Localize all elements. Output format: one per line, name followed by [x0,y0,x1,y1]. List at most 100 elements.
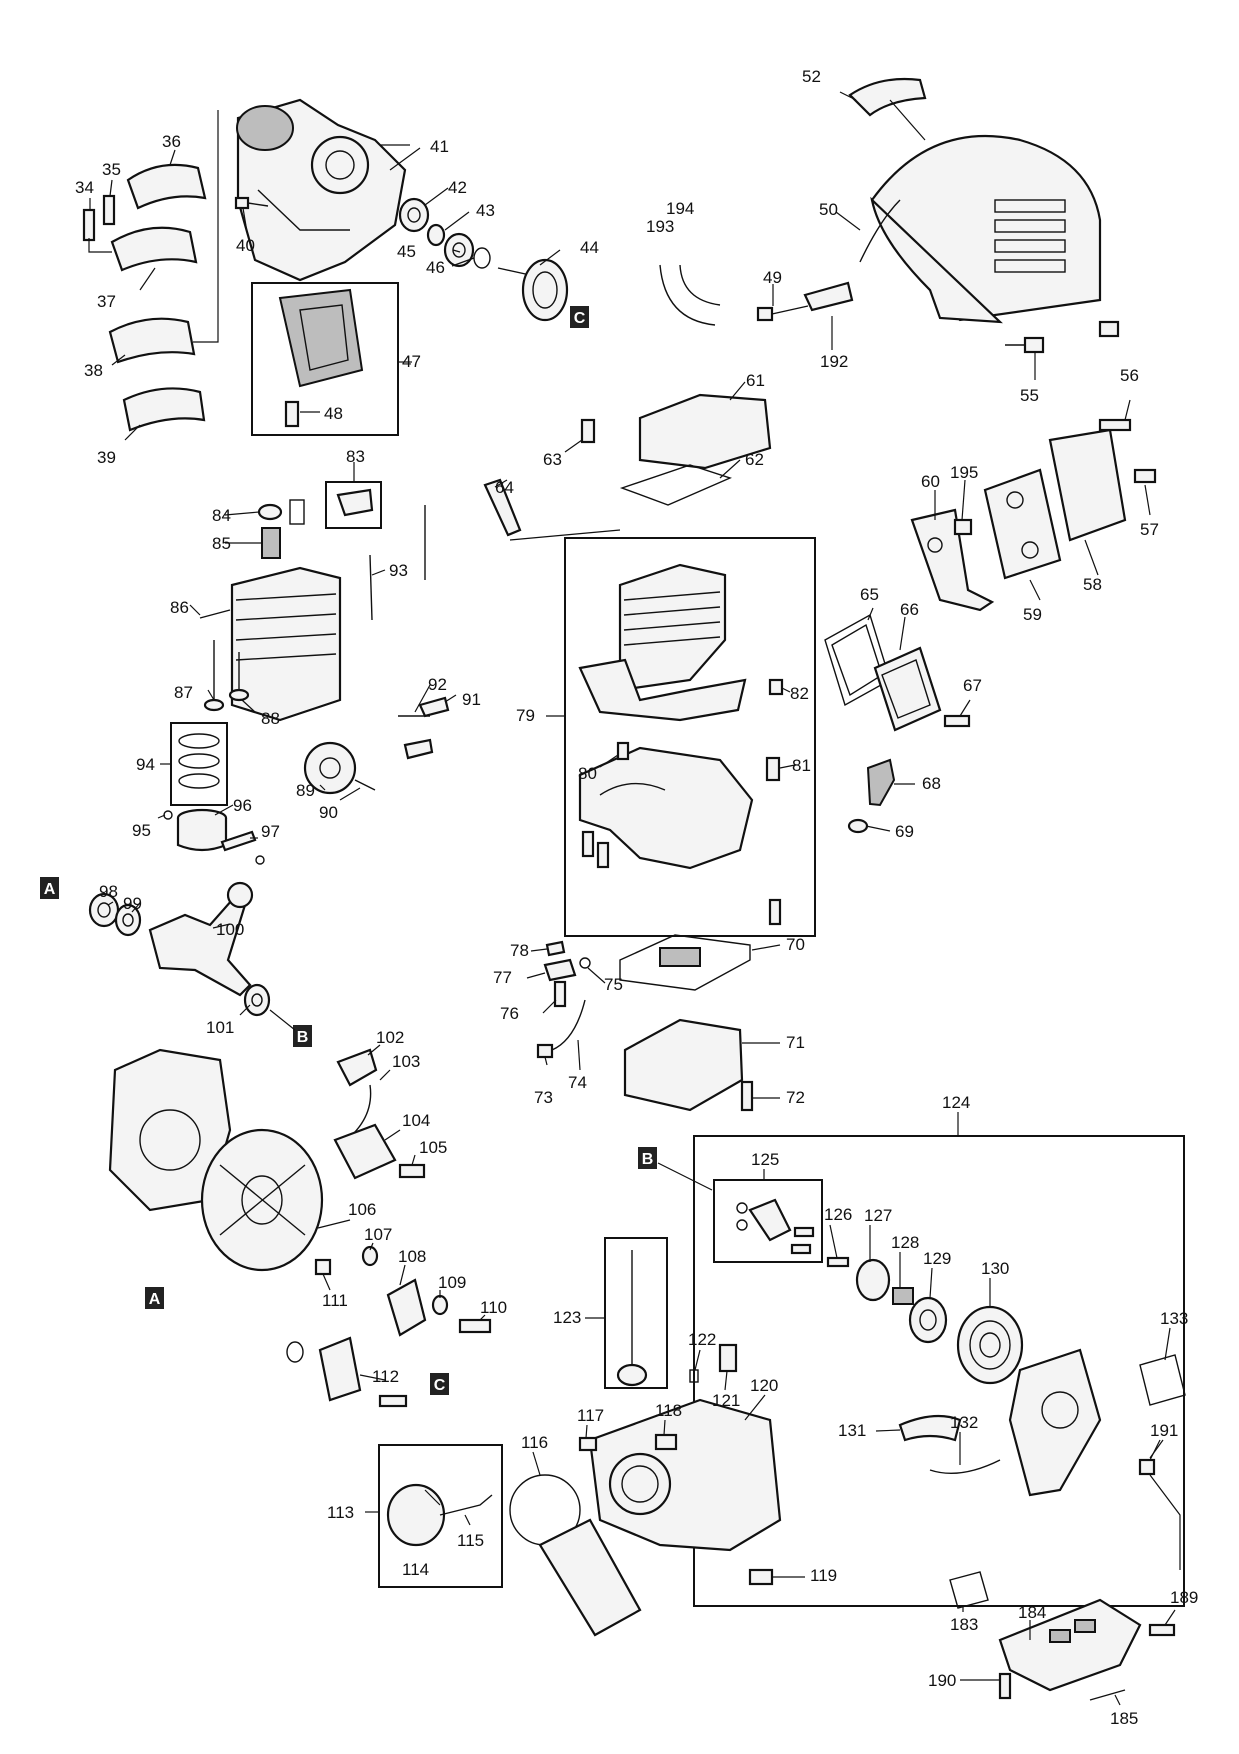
bracket-47 [278,288,364,388]
part-label-125: 125 [751,1150,779,1169]
part-label-121: 121 [712,1391,740,1410]
washer-69 [847,818,869,834]
part-label-99: 99 [123,894,142,913]
part-label-106: 106 [348,1200,376,1219]
svg-text:C: C [574,310,586,327]
screw-63 [580,418,596,444]
part-label-124: 124 [942,1093,970,1112]
valve-87 [203,640,225,712]
part-label-90: 90 [319,803,338,822]
plug-78 [545,940,566,957]
clip-97b [255,855,265,865]
rocker-cover-61 [638,393,772,470]
wire-194 [679,264,721,306]
bolt-110 [458,1318,492,1334]
svg-text:B: B [642,1151,654,1168]
clip-52 [848,77,927,117]
part-label-95: 95 [132,821,151,840]
muffler-cover-58 [1048,428,1127,542]
spark-plug-64 [483,478,522,537]
part-label-115: 115 [457,1531,484,1550]
part-label-120: 120 [750,1376,778,1395]
engine-cover [859,134,1102,324]
plug-82 [768,678,784,696]
part-label-83: 83 [346,447,365,466]
part-label-42: 42 [448,178,467,197]
muffler-59 [983,468,1062,580]
clutch-drum-44 [497,258,569,322]
rocker-92b [403,738,434,760]
part-label-96: 96 [233,796,252,815]
tag-116 [538,1518,642,1637]
tank-tube-123 [616,1250,648,1387]
handle-36 [126,163,207,210]
part-label-93: 93 [389,561,408,580]
pin-90 [354,779,376,791]
part-label-69: 69 [895,822,914,841]
part-label-191: 191 [1150,1421,1178,1440]
box-94 [170,722,228,806]
part-label-52: 52 [802,67,821,86]
case-71 [623,1018,744,1112]
spring-122 [689,1369,699,1383]
box-79 [564,537,816,937]
nut-195 [953,518,973,536]
part-label-56: 56 [1120,366,1139,385]
circlip-46 [473,247,491,269]
screw-126 [826,1256,850,1268]
gasket-65 [824,613,891,707]
part-label-50: 50 [819,200,838,219]
breather-68 [866,758,896,807]
part-label-133: 133 [1160,1309,1188,1328]
screw-35 [102,194,116,226]
part-label-117: 117 [577,1406,604,1425]
part-label-189: 189 [1170,1588,1198,1607]
part-label-86: 86 [170,598,189,617]
part-label-41: 41 [430,137,449,156]
bolt-81 [765,756,781,782]
hose-74 [551,999,586,1051]
plate-60 [910,508,995,612]
rocker-91 [418,696,450,718]
pushrod-93 [369,505,426,621]
part-label-82: 82 [790,684,809,703]
part-label-60: 60 [921,472,940,491]
cylinder-head [230,566,342,722]
ring-43 [426,223,446,247]
reel-129 [908,1296,948,1344]
handle-37 [110,226,198,272]
part-label-194: 194 [666,199,694,218]
box-123 [604,1237,668,1389]
part-label-119: 119 [810,1566,837,1585]
part-label-100: 100 [216,920,244,939]
part-label-110: 110 [480,1298,507,1317]
clutch-shoes-112 [286,1336,408,1408]
part-label-62: 62 [745,450,764,469]
screw-cover-right [1098,320,1120,338]
part-label-64: 64 [495,478,514,497]
part-label-131: 131 [838,1421,866,1440]
pawl-set-125 [736,1198,815,1255]
fuel-tank-120 [588,1398,782,1552]
part-label-49: 49 [763,268,782,287]
part-label-85: 85 [212,534,231,553]
part-label-46: 46 [426,258,445,277]
bearing-99 [114,903,142,937]
spring-93 [289,499,305,525]
pulley-127 [855,1258,891,1302]
bolt-40 [234,196,269,210]
handle-131 [898,1414,962,1442]
part-label-45: 45 [397,242,416,261]
valve-121 [718,1343,738,1373]
screw-55 [1005,336,1045,354]
box-47 [251,282,399,436]
clutch-housing [236,98,407,282]
part-label-195: 195 [950,463,978,482]
part-label-67: 67 [963,676,982,695]
clip-192 [803,281,854,312]
part-label-97: 97 [261,822,280,841]
ref-marker-B: B [638,1147,657,1169]
part-label-104: 104 [402,1111,430,1130]
screw-34 [82,208,96,242]
rings-94 [178,733,220,789]
